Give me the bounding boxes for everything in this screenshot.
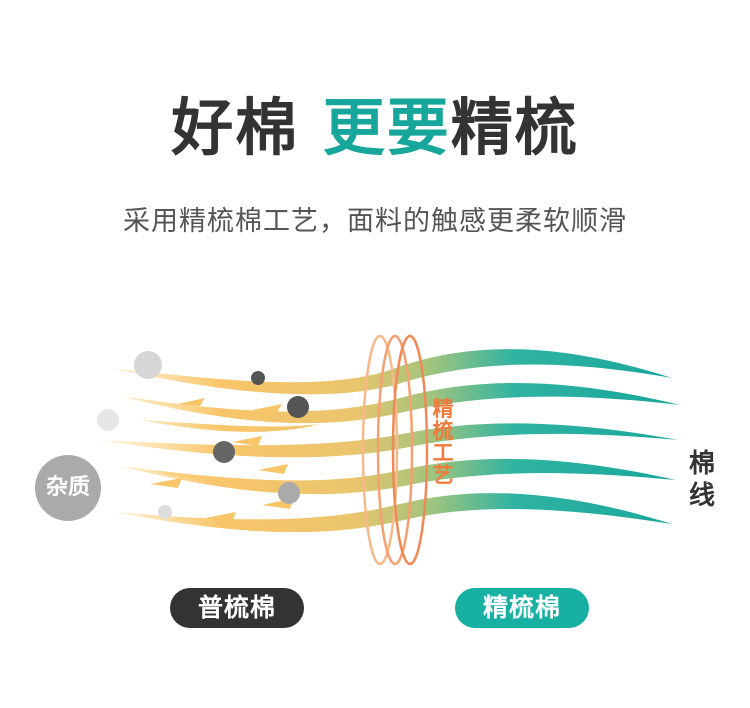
fiber-strand — [110, 349, 672, 395]
combing-rings — [361, 334, 429, 566]
comb-ring — [391, 334, 429, 566]
cotton-thread-label: 棉线 — [688, 449, 715, 511]
impurity-dot — [158, 505, 172, 519]
headline-part3: 精梳 — [450, 91, 579, 164]
fiber-bit — [252, 404, 282, 414]
impurity-dot — [287, 396, 309, 418]
impurity-dot — [134, 351, 162, 379]
impurity-label: 杂质 — [45, 475, 90, 500]
fiber-bit — [258, 464, 288, 474]
impurity-dot — [278, 482, 300, 504]
combing-process-label: 精梳工艺 — [432, 397, 454, 487]
impurity-dot — [251, 371, 265, 385]
fiber-bit — [232, 436, 262, 446]
loose-fiber-bits — [150, 398, 294, 522]
fiber-strands — [100, 349, 680, 533]
fiber-bit — [205, 512, 236, 522]
comb-ring — [376, 334, 414, 566]
headline-part1: 好棉 — [171, 91, 323, 164]
subtitle: 采用精梳棉工艺，面料的触感更柔软顺滑 — [123, 206, 627, 237]
fiber-strand — [100, 423, 678, 458]
comb-ring — [361, 334, 399, 566]
combed-cotton-button[interactable]: 精梳棉 — [455, 588, 589, 628]
impurity-dot — [213, 441, 235, 463]
fiber-bit — [178, 398, 205, 406]
impurity-dot — [97, 409, 119, 431]
impurity-dots — [35, 351, 309, 521]
regular-cotton-button[interactable]: 普梳棉 — [170, 588, 304, 628]
fiber-strand — [120, 382, 680, 424]
impurity-circle — [35, 455, 101, 521]
headline: 好棉 更要精梳 — [0, 88, 750, 168]
fiber-bit — [150, 478, 182, 488]
fiber-strand — [140, 420, 320, 432]
headline-highlight: 更要 — [322, 91, 451, 164]
